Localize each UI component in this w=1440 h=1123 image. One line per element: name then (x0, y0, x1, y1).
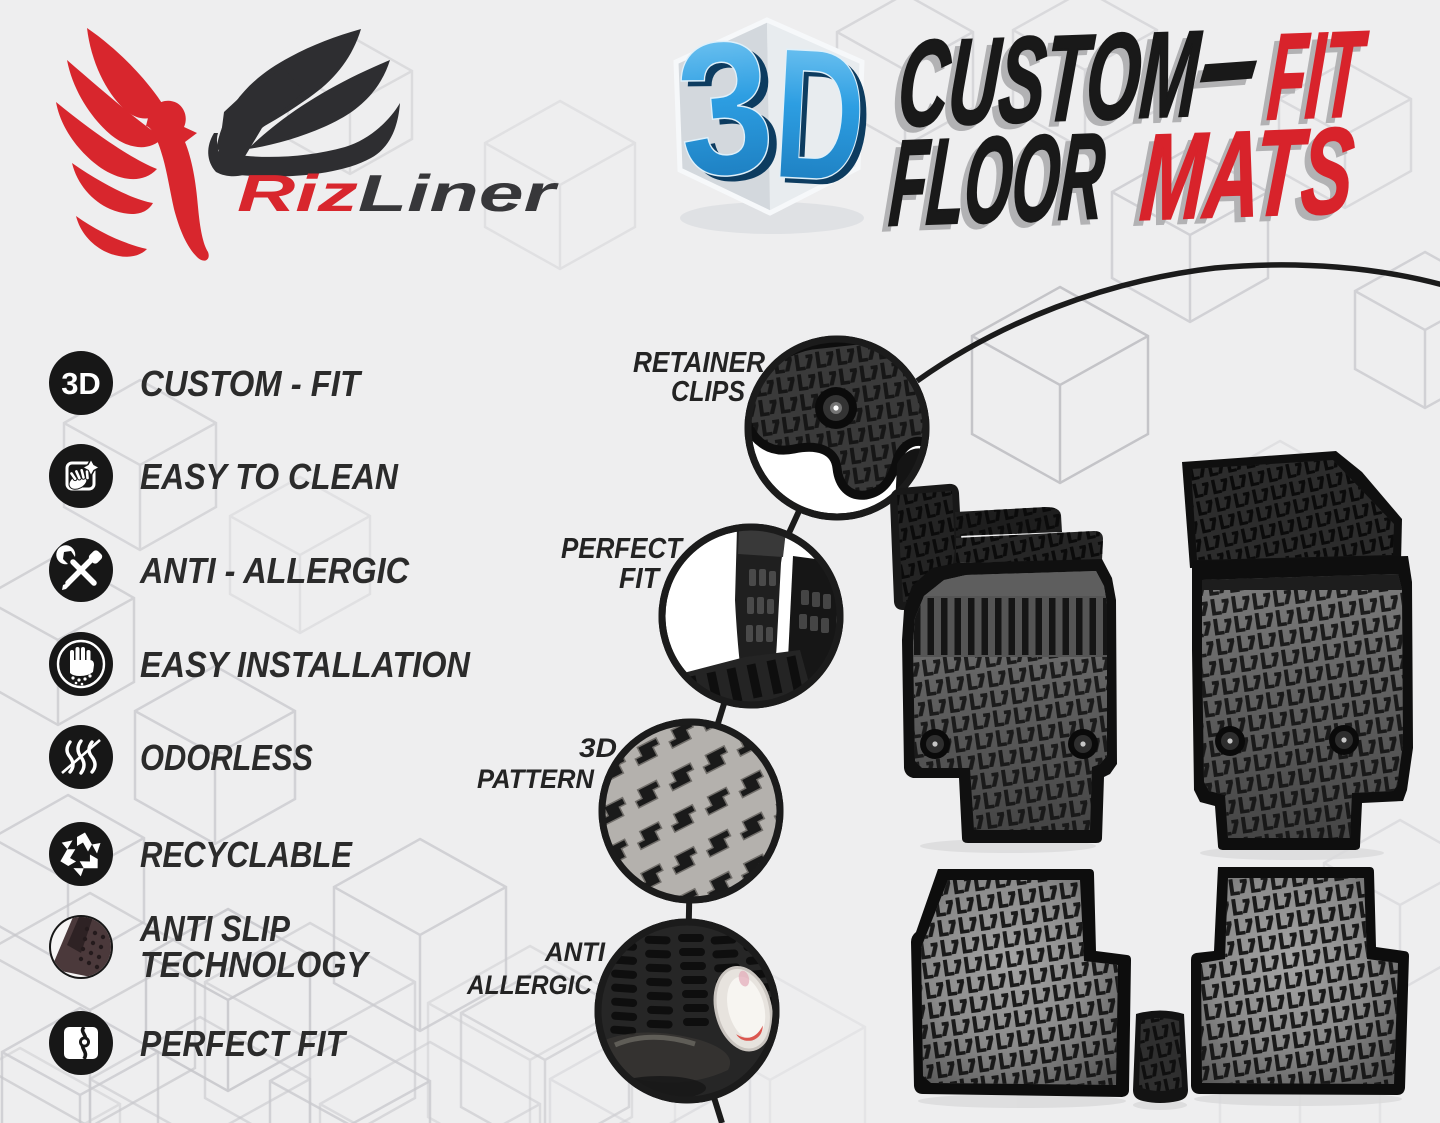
svg-text:PERFECT FIT: PERFECT FIT (140, 1023, 348, 1064)
svg-text:FIT: FIT (619, 563, 661, 595)
svg-text:TECHNOLOGY: TECHNOLOGY (140, 944, 371, 985)
svg-text:MATS: MATS (1137, 101, 1358, 245)
svg-text:MATS: MATS (1130, 108, 1351, 252)
svg-text:FLOOR: FLOOR (879, 113, 1102, 258)
svg-text:RETAINER: RETAINER (633, 347, 765, 379)
svg-text:CUSTOM: CUSTOM (887, 11, 1198, 159)
svg-text:3: 3 (669, 0, 781, 219)
svg-text:EASY INSTALLATION: EASY INSTALLATION (140, 644, 471, 685)
svg-text:ODORLESS: ODORLESS (140, 737, 313, 778)
svg-text:PATTERN: PATTERN (477, 764, 594, 794)
svg-text:CUSTOM - FIT: CUSTOM - FIT (140, 363, 363, 404)
svg-text:EASY TO CLEAN: EASY TO CLEAN (140, 456, 399, 497)
svg-text:ANTI: ANTI (544, 937, 605, 967)
svg-text:FLOOR: FLOOR (886, 107, 1109, 252)
svg-text:FIT: FIT (1264, 5, 1371, 145)
svg-text:D: D (774, 15, 877, 227)
svg-text:ANTI SLIP: ANTI SLIP (139, 908, 291, 949)
svg-text:PERFECT: PERFECT (561, 533, 684, 565)
svg-text:CLIPS: CLIPS (671, 376, 746, 408)
svg-text:3D: 3D (579, 733, 617, 763)
svg-text:FIT: FIT (1257, 11, 1364, 151)
svg-text:3D: 3D (61, 366, 101, 401)
svg-text:3: 3 (675, 5, 789, 225)
svg-text:ANTI - ALLERGIC: ANTI - ALLERGIC (139, 550, 410, 591)
svg-text:CUSTOM: CUSTOM (894, 5, 1205, 153)
svg-text:RECYCLABLE: RECYCLABLE (140, 834, 353, 875)
svg-text:ALLERGIC: ALLERGIC (466, 970, 592, 1000)
svg-text:D: D (769, 10, 870, 221)
